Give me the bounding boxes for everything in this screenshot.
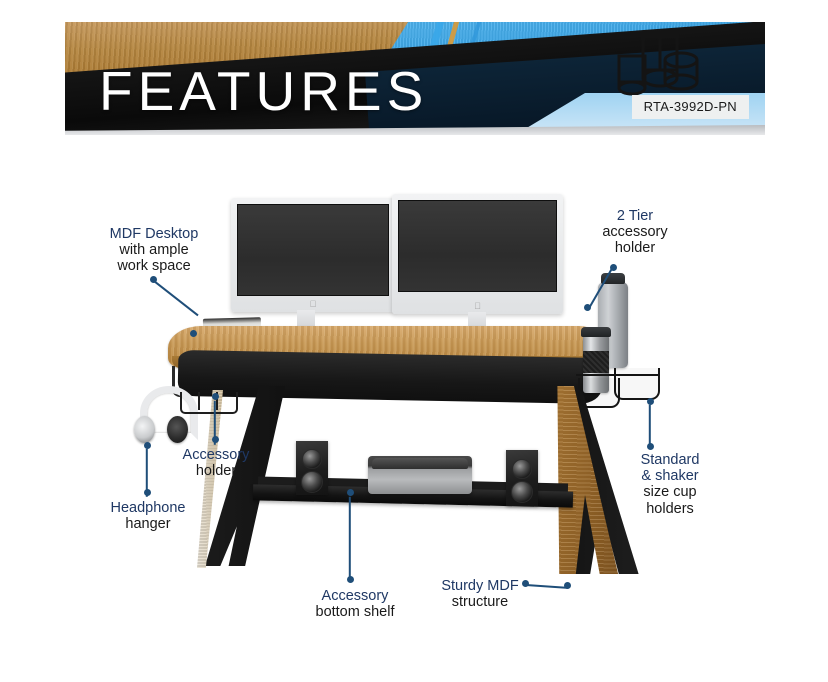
banner-bottom-strip: [65, 125, 765, 135]
callout-line: holder: [614, 240, 656, 257]
callout-headphone-hanger: Headphone hanger: [90, 500, 206, 532]
speaker-left: [296, 441, 328, 495]
speaker-driver: [512, 459, 532, 479]
callout-line: size cup: [643, 484, 697, 501]
apple-logo-icon: : [310, 299, 317, 309]
headphone-earcup-left: [134, 416, 155, 443]
headphone-earcup-right: [167, 416, 188, 443]
callout-line: hanger: [125, 516, 171, 533]
callout-line: bottom shelf: [315, 604, 395, 621]
callout-line: Standard: [640, 452, 700, 468]
callout-mdf-desktop: MDF Desktop with ample work space: [104, 226, 204, 275]
travel-tumbler: [581, 327, 611, 393]
speaker-woofer: [301, 471, 323, 493]
sku-label: RTA-3992D-PN: [631, 95, 749, 119]
leader-dot-sturdy-mdf-structure: [522, 580, 529, 587]
monitor-right-screen: [398, 200, 557, 292]
leader-anchor-accessory-bottom-shelf: [347, 489, 354, 496]
bottle-cap: [601, 273, 625, 284]
leader-dot-two-tier-holder: [610, 264, 617, 271]
callout-line: accessory: [602, 224, 668, 241]
leader-dot-accessory-holder: [212, 436, 219, 443]
monitor-left: : [231, 198, 395, 312]
callout-line: Sturdy MDF: [441, 578, 519, 594]
leader-dot-accessory-bottom-shelf: [347, 576, 354, 583]
callout-line: Accessory: [321, 588, 389, 604]
tumbler-grip: [583, 351, 609, 373]
callout-line: holders: [646, 500, 694, 517]
cup-holder-shaker: [578, 378, 620, 408]
cup-holder-standard: [614, 368, 660, 400]
leader-dot-headphone-hanger: [144, 489, 151, 496]
callout-two-tier-holder: 2 Tier accessory holder: [588, 208, 682, 257]
accessory-wire-rack: [180, 392, 238, 414]
callout-line: Headphone: [110, 500, 186, 516]
callout-line: Accessory: [182, 447, 250, 463]
callout-line: MDF Desktop: [109, 226, 199, 242]
features-banner: FEATURES RTA-3992D-PN: [65, 22, 765, 135]
wire-cup-holder-icon: [617, 34, 699, 96]
product-scene:  : [0, 150, 828, 682]
callout-line: & shaker: [641, 468, 699, 485]
callout-accessory-holder: Accessory holder: [168, 447, 264, 479]
callout-line: structure: [451, 594, 509, 611]
leader-anchor-sturdy-mdf-structure: [564, 582, 571, 589]
callout-line: with ample: [119, 242, 189, 259]
callout-line: holder: [195, 463, 237, 480]
speaker-right: [506, 450, 538, 506]
callout-line: work space: [117, 258, 191, 275]
speaker-woofer: [511, 481, 533, 503]
apple-logo-icon: : [474, 301, 481, 311]
leader-line-accessory-bottom-shelf: [349, 496, 351, 581]
leader-anchor-cup-holders: [647, 398, 654, 405]
speaker-driver: [302, 449, 322, 469]
tumbler-lid: [581, 327, 611, 337]
printer: [368, 456, 472, 494]
leader-dot-cup-holders: [647, 443, 654, 450]
callout-line: 2 Tier: [616, 208, 654, 224]
leader-dot-mdf-desktop: [150, 276, 157, 283]
printer-lid: [372, 458, 468, 469]
callout-cup-holders: Standard & shaker size cup holders: [614, 452, 726, 517]
leader-anchor-mdf-desktop: [190, 330, 197, 337]
leader-anchor-two-tier-holder: [584, 304, 591, 311]
monitor-right: : [392, 194, 563, 314]
banner-title: FEATURES: [99, 60, 429, 122]
leader-anchor-headphone-hanger: [144, 442, 151, 449]
monitor-left-screen: [237, 204, 389, 296]
desk-front-apron: [177, 349, 603, 405]
callout-accessory-bottom-shelf: Accessory bottom shelf: [294, 588, 416, 620]
callout-sturdy-mdf-structure: Sturdy MDF structure: [420, 578, 540, 610]
leader-anchor-accessory-holder: [212, 393, 219, 400]
